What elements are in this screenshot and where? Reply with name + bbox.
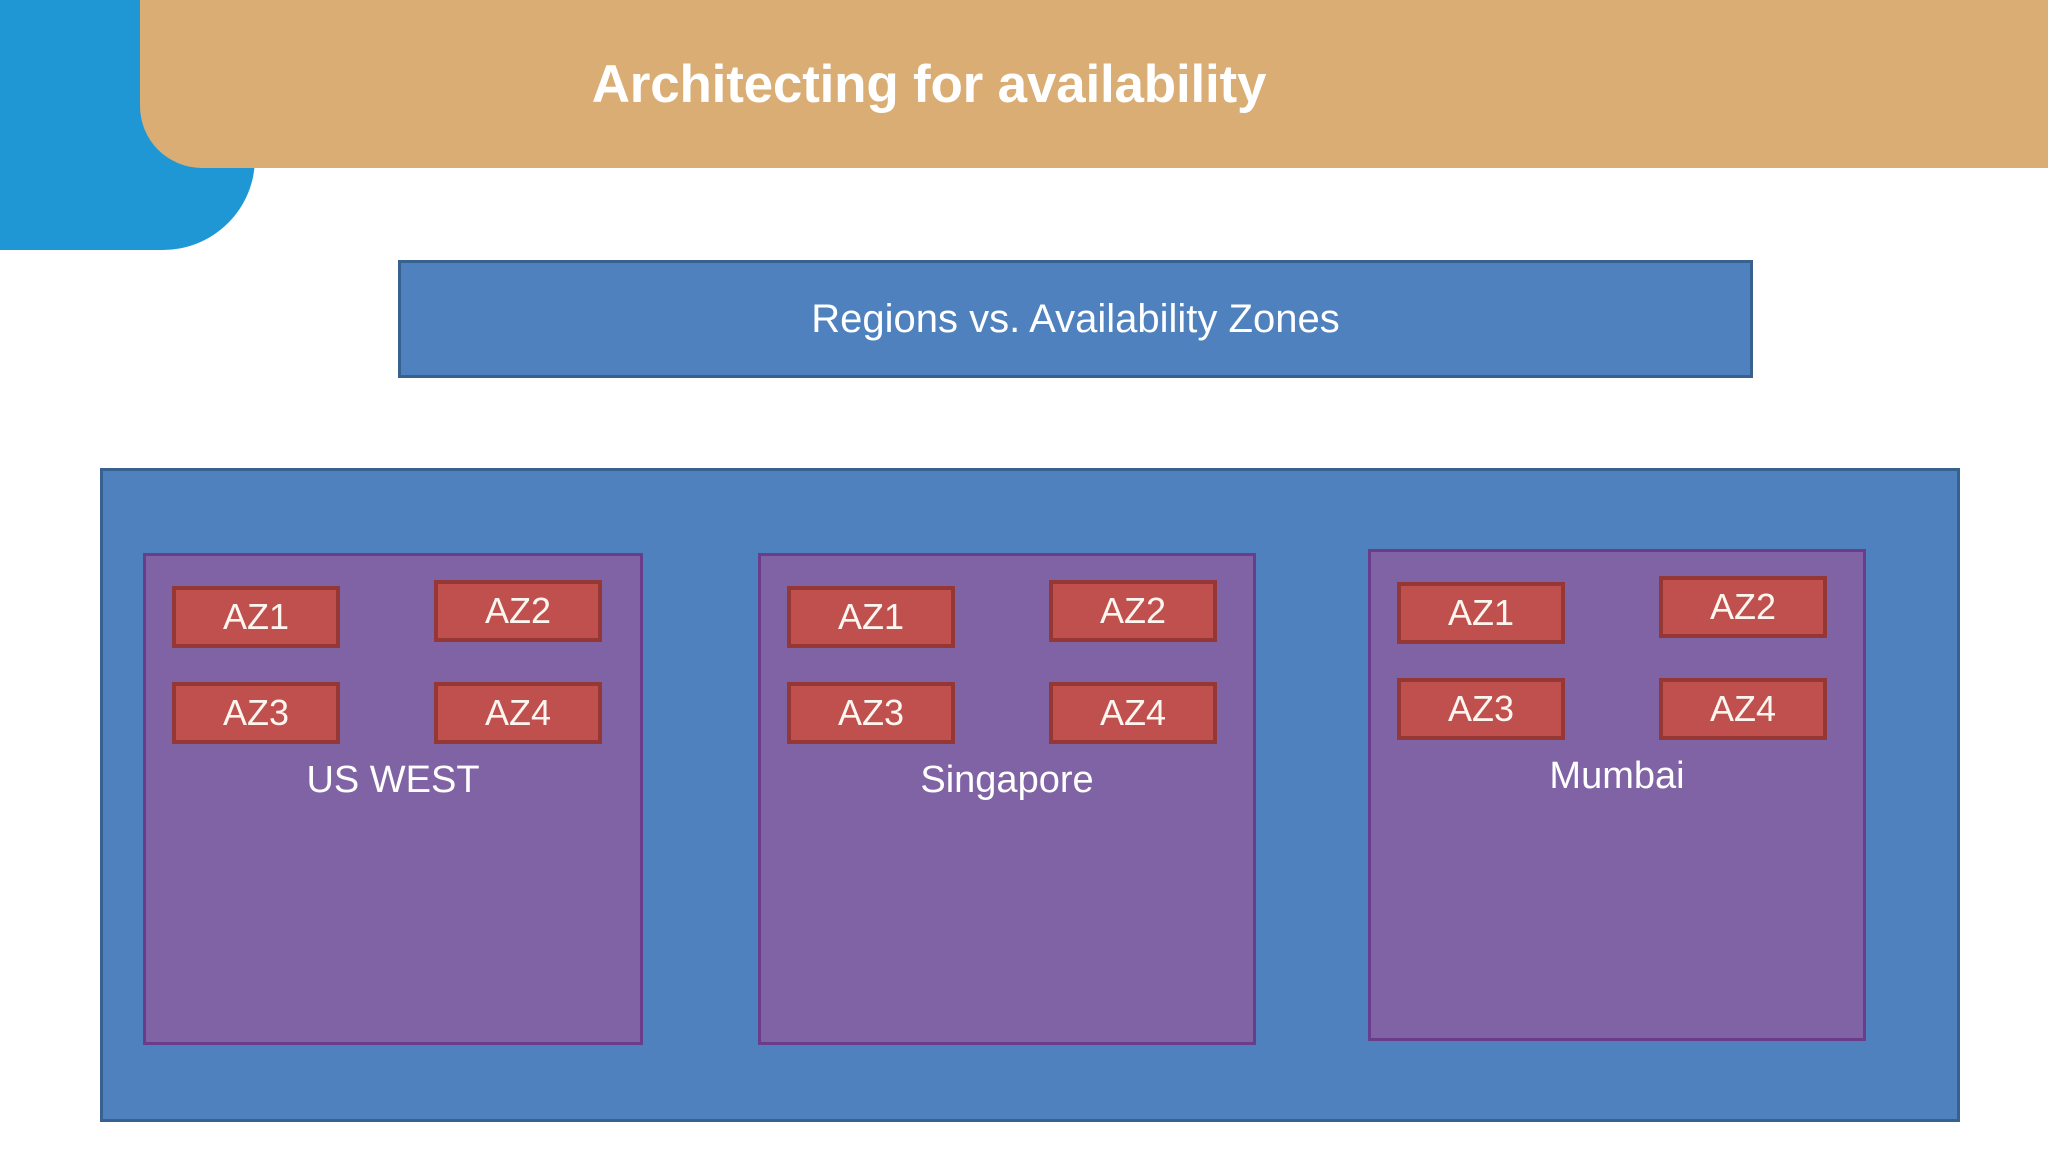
slide-header: Architecting for availability (0, 0, 2048, 260)
az-box[interactable]: AZ3 (1397, 678, 1565, 740)
subtitle-banner: Regions vs. Availability Zones (398, 260, 1753, 378)
header-title-bar (140, 0, 2048, 168)
az-box[interactable]: AZ1 (1397, 582, 1565, 644)
availability-zone-grid: AZ1 AZ2 AZ3 AZ4 (1371, 552, 1863, 1038)
regions-container: AZ1 AZ2 AZ3 AZ4 US WEST AZ1 AZ2 AZ3 AZ4 … (100, 468, 1960, 1122)
region-box-us-west[interactable]: AZ1 AZ2 AZ3 AZ4 US WEST (143, 553, 643, 1045)
region-box-mumbai[interactable]: AZ1 AZ2 AZ3 AZ4 Mumbai (1368, 549, 1866, 1041)
az-box[interactable]: AZ1 (787, 586, 955, 648)
region-box-singapore[interactable]: AZ1 AZ2 AZ3 AZ4 Singapore (758, 553, 1256, 1045)
region-label: Singapore (920, 759, 1094, 801)
region-label: US WEST (306, 759, 480, 801)
az-box[interactable]: AZ3 (172, 682, 340, 744)
az-box[interactable]: AZ4 (434, 682, 602, 744)
az-box[interactable]: AZ3 (787, 682, 955, 744)
region-label: Mumbai (1549, 755, 1685, 797)
availability-zone-grid: AZ1 AZ2 AZ3 AZ4 (761, 556, 1253, 1042)
az-box[interactable]: AZ4 (1049, 682, 1217, 744)
az-box[interactable]: AZ1 (172, 586, 340, 648)
az-box[interactable]: AZ2 (1049, 580, 1217, 642)
az-box[interactable]: AZ2 (434, 580, 602, 642)
az-box[interactable]: AZ2 (1659, 576, 1827, 638)
subtitle-banner-label: Regions vs. Availability Zones (811, 296, 1340, 341)
availability-zone-grid: AZ1 AZ2 AZ3 AZ4 (146, 556, 640, 1042)
page-title: Architecting for availability (591, 54, 1267, 114)
az-box[interactable]: AZ4 (1659, 678, 1827, 740)
